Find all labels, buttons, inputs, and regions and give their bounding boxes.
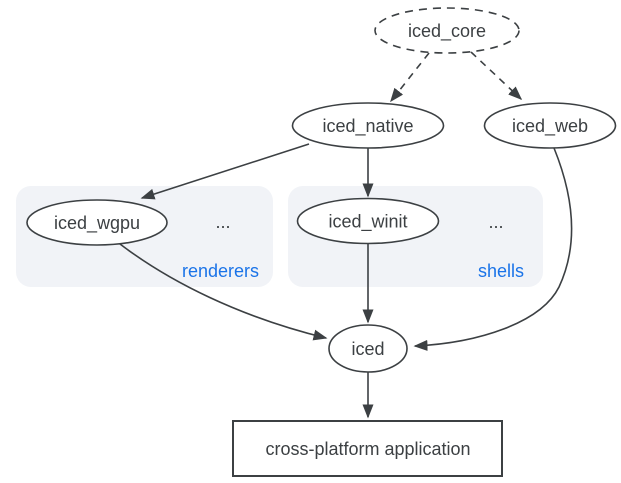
node-iced-wgpu: iced_wgpu (26, 199, 168, 246)
node-iced-wgpu-label: iced_wgpu (54, 213, 140, 234)
node-iced-native-shape (291, 102, 445, 149)
node-iced: iced (328, 324, 408, 373)
node-iced-shape (328, 324, 408, 373)
group-label-renderers: renderers (182, 261, 259, 281)
node-iced-core-label: iced_core (408, 21, 486, 42)
node-iced-web-shape (483, 102, 617, 149)
node-application-label: cross-platform application (265, 439, 470, 459)
node-iced-winit-label: iced_winit (328, 212, 407, 233)
node-iced-core: iced_core (374, 7, 520, 54)
node-iced-core-shape (374, 7, 520, 54)
edge-iced-web-to-iced (413, 147, 573, 351)
edge-iced-core-to-iced-native (390, 52, 430, 103)
node-iced-web-label: iced_web (512, 116, 588, 137)
edge-iced-wgpu-to-iced (119, 243, 328, 341)
group-label-shells: shells (478, 261, 524, 281)
shells-ellipsis: ... (488, 212, 503, 232)
node-iced-native-label: iced_native (322, 116, 413, 137)
node-iced-web: iced_web (483, 102, 617, 149)
node-application: cross-platform application (232, 420, 503, 477)
edge-iced-core-to-iced-web (470, 51, 523, 101)
node-iced-label: iced (351, 339, 384, 359)
edge-iced-native-to-iced-wgpu (140, 143, 310, 200)
node-iced-wgpu-shape (26, 199, 168, 246)
node-iced-winit: iced_winit (296, 197, 440, 245)
node-iced-native: iced_native (291, 102, 445, 149)
node-iced-winit-shape (296, 197, 440, 245)
node-application-shape (232, 420, 503, 477)
renderers-ellipsis: ... (215, 212, 230, 232)
